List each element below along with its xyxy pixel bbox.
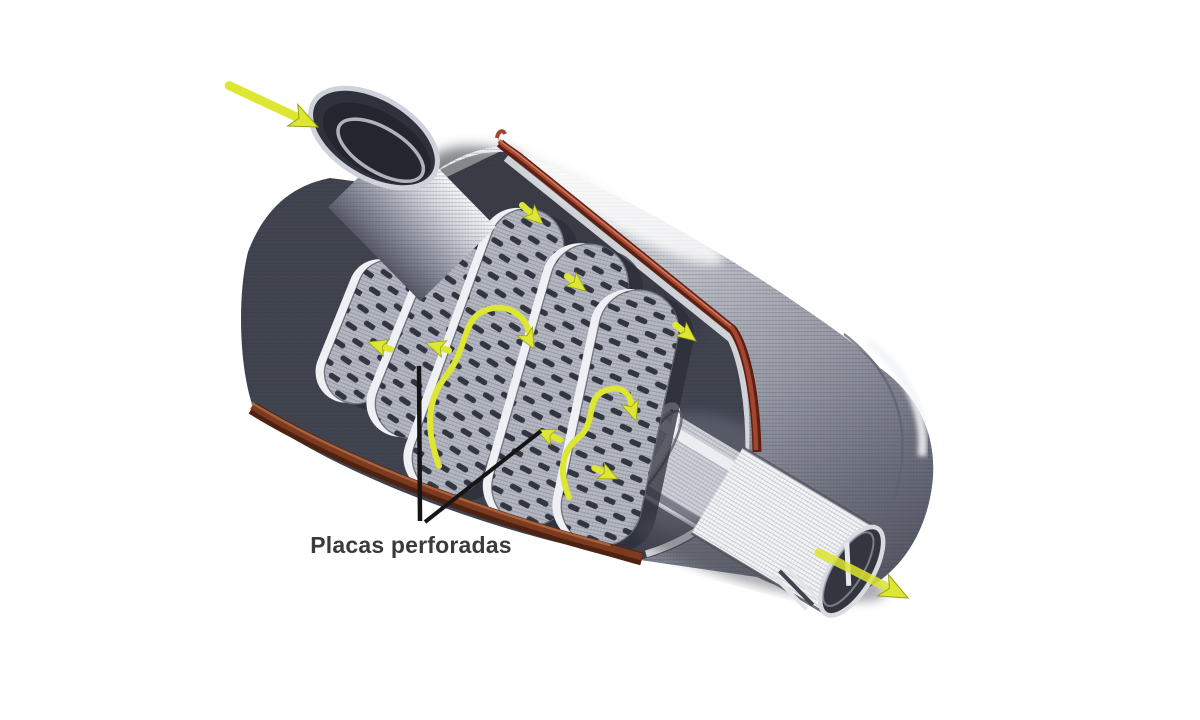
cut-edge-bottom xyxy=(248,401,644,566)
inlet-pipe xyxy=(308,85,496,302)
gas-flow-arrow-7 xyxy=(591,462,619,480)
leader-lines xyxy=(416,365,543,524)
inlet-pipe-inner-wall xyxy=(336,117,426,184)
outlet-flow-arrow xyxy=(814,548,910,599)
label-placas-perforadas: Placas perforadas xyxy=(310,532,512,558)
leader-line-1 xyxy=(416,365,423,522)
inlet-flow-arrow xyxy=(224,81,320,128)
leader-line-2 xyxy=(423,429,543,524)
gas-flow-arrow-5 xyxy=(425,340,453,358)
gas-flow-arrow-3 xyxy=(672,321,697,342)
cut-edge-top xyxy=(495,129,762,453)
gas-flow-arrows xyxy=(367,202,697,500)
casing-highlight xyxy=(520,145,724,265)
gas-flow-arrow-4 xyxy=(367,339,395,357)
gas-flow-arrow-1 xyxy=(518,202,544,225)
gas-flow-s-arrow-2 xyxy=(560,385,639,500)
gas-flow-s-arrow-1 xyxy=(427,304,535,469)
gas-flow-arrow-2 xyxy=(563,271,587,292)
end-cap-highlight xyxy=(865,338,928,457)
